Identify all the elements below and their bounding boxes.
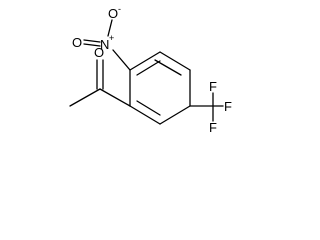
carbonyl-oxygen-label: O (94, 45, 104, 60)
ring-bond-c3-c3-inner (154, 59, 182, 76)
nitro-oxygen-left-label: O (72, 35, 82, 50)
bond-nitro-o-top (107, 19, 113, 37)
nitro-oxygen-top-label: O (108, 6, 118, 21)
ring-bond-c2-c3 (159, 51, 191, 71)
nitro-nitrogen-label: N (100, 37, 109, 52)
fluorine-bottom-label: F (209, 120, 217, 135)
bond-carbonyl-methyl (69, 88, 101, 107)
bond-ring-to-nitro (112, 49, 131, 71)
benzene-ring (129, 51, 191, 125)
bond-ring-to-carbonyl (99, 88, 131, 107)
trifluoromethyl-group (189, 92, 224, 122)
ring-bond-c1-c2 (129, 51, 161, 71)
ring-bond-c1-c2-inner (136, 60, 161, 76)
fluorine-right-label: F (224, 99, 232, 114)
nitro-oxygen-top-charge: - (118, 4, 121, 14)
ring-bond-c4-c5 (159, 105, 191, 125)
fluorine-top-label: F (209, 79, 217, 94)
nitro-group (83, 19, 131, 71)
bond-nitro-o-left-b (83, 43, 101, 47)
ring-bond-c5-c6-inner (136, 100, 161, 116)
molecule-structure: N + O - O O F F F (69, 4, 232, 135)
nitro-nitrogen-charge: + (109, 33, 114, 43)
acetyl-group (69, 59, 131, 107)
bond-nitro-o-left-a (83, 39, 101, 43)
ring-bond-c5-c6 (129, 105, 161, 125)
